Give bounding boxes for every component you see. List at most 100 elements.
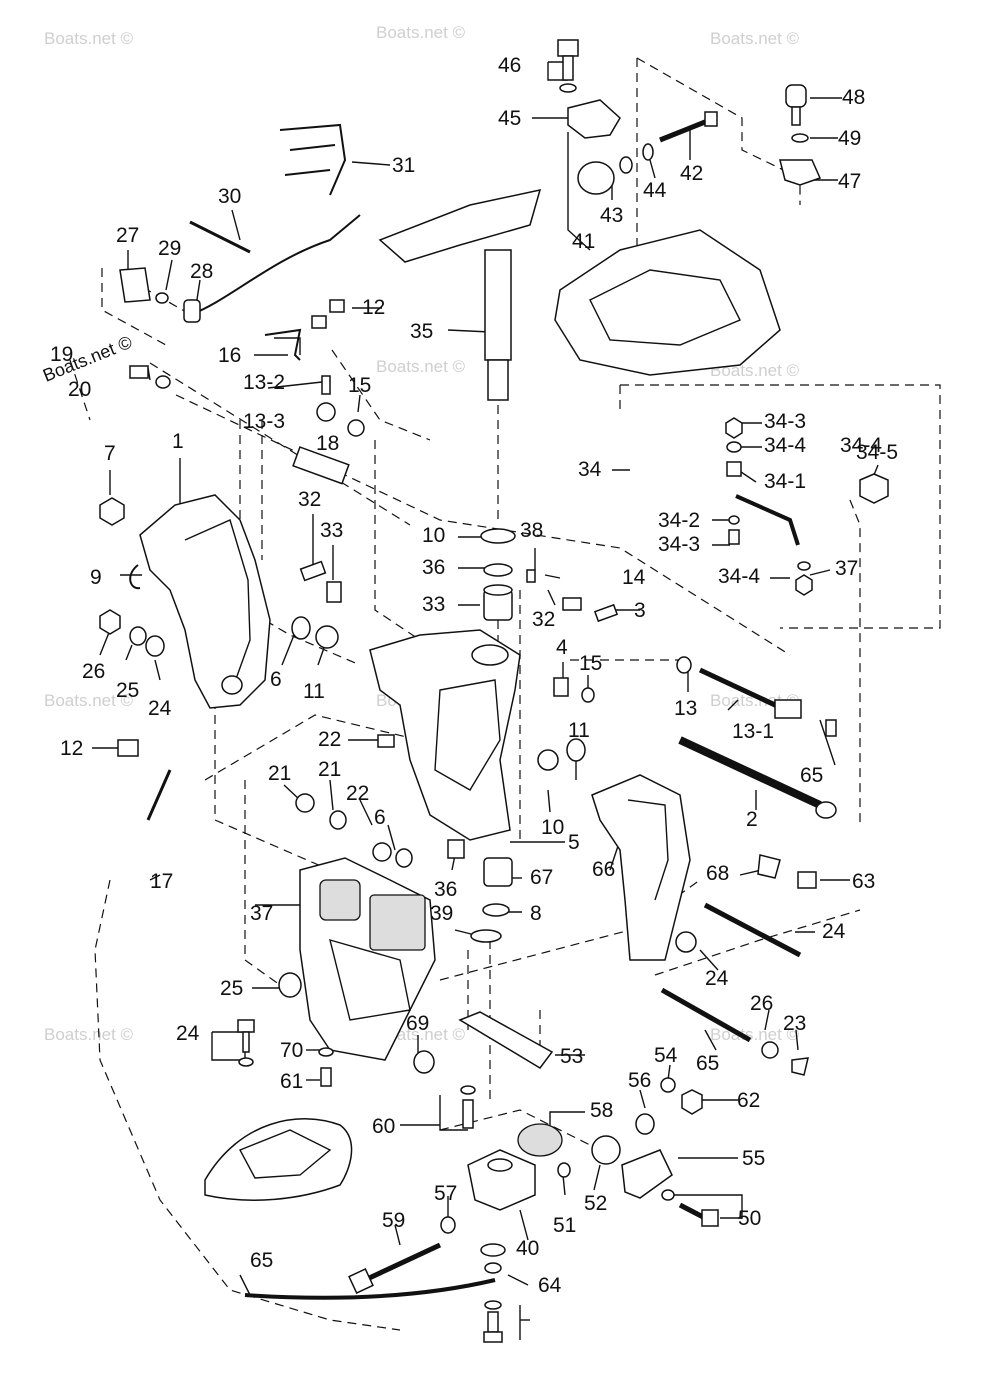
- part-number-label: 24: [822, 920, 846, 943]
- part-number-label: 12: [60, 737, 83, 760]
- part-number-label: 57: [434, 1182, 457, 1205]
- part-number-label: 7: [104, 442, 116, 465]
- part-number-label: 20: [68, 378, 91, 401]
- part-number-label: 67: [530, 866, 553, 889]
- part-number-label: 3: [634, 599, 646, 622]
- part-number-label: 6: [374, 806, 386, 829]
- part-number-label: 52: [584, 1192, 607, 1215]
- part-number-label: 65: [696, 1052, 719, 1075]
- part-number-label: 32: [298, 488, 321, 511]
- part-number-label: 17: [150, 870, 173, 893]
- part-number-label: 60: [372, 1115, 395, 1138]
- part-number-label: 34-1: [764, 470, 806, 493]
- part-number-label: 21: [318, 758, 341, 781]
- part-number-label: 34: [578, 458, 602, 481]
- part-number-label: 28: [190, 260, 213, 283]
- part-number-label: 53: [560, 1045, 583, 1068]
- part-number-label: 32: [532, 608, 555, 631]
- part-number-label: 10: [422, 524, 445, 547]
- part-number-label: 37: [835, 557, 858, 580]
- part-number-label: 25: [220, 977, 243, 1000]
- part-number-label: 2: [746, 808, 758, 831]
- watermark-text: Boats.net ©: [710, 29, 800, 48]
- part-number-label: 22: [318, 728, 341, 751]
- part-number-label: 39: [430, 902, 453, 925]
- part-number-label: 45: [498, 107, 521, 130]
- part-number-label: 55: [742, 1147, 765, 1170]
- part-number-label: 69: [406, 1012, 429, 1035]
- part-number-label: 5: [568, 831, 580, 854]
- part-number-label: 42: [680, 162, 703, 185]
- part-number-label: 63: [852, 870, 875, 893]
- part-number-label: 58: [590, 1099, 613, 1122]
- part-number-label: 24: [705, 967, 729, 990]
- part-number-label: 26: [750, 992, 773, 1015]
- part-number-label: 25: [116, 679, 139, 702]
- part-number-label: 29: [158, 237, 181, 260]
- part-number-label: 13-1: [732, 720, 774, 743]
- part-number-label: 21: [268, 762, 291, 785]
- part-number-label: 23: [783, 1012, 806, 1035]
- part-number-label: 13-2: [243, 371, 285, 394]
- part-number-label: 33: [320, 519, 343, 542]
- part-number-label: 19: [50, 343, 73, 366]
- part-number-label: 6: [270, 668, 282, 691]
- part-number-label: 49: [838, 127, 861, 150]
- part-number-label: 11: [303, 680, 325, 703]
- part-number-label: 35: [410, 320, 433, 343]
- part-number-label: 51: [553, 1214, 576, 1237]
- watermark-text: Boats.net ©: [44, 1025, 134, 1044]
- lower-mount-plate: [204, 1118, 353, 1201]
- part-number-label: 40: [516, 1237, 539, 1260]
- part-number-label: 1: [172, 430, 184, 453]
- part-shapes: [99, 39, 889, 1343]
- part-number-label: 4: [556, 636, 568, 659]
- part-number-label: 13-3: [243, 410, 285, 433]
- watermark-text: Boats.net ©: [376, 23, 466, 42]
- part-number-label: 34-4: [764, 434, 806, 457]
- part-number-label: 33: [422, 593, 445, 616]
- part-number-label: 46: [498, 54, 521, 77]
- part-number-label: 68: [706, 862, 729, 885]
- upper-yoke: [378, 189, 542, 263]
- part-number-label: 36: [434, 878, 457, 901]
- left-clamp-bracket: [139, 494, 271, 709]
- part-number-label: 38: [520, 519, 543, 542]
- part-number-label: 43: [600, 204, 623, 227]
- part-number-label: 16: [218, 344, 241, 367]
- part-number-label: 34-5: [856, 441, 898, 464]
- part-number-label: 70: [280, 1039, 303, 1062]
- part-number-label: 47: [838, 170, 861, 193]
- part-number-label: 22: [346, 782, 369, 805]
- part-number-label: 13: [674, 697, 697, 720]
- part-number-label: 14: [622, 566, 646, 589]
- part-number-label: 62: [737, 1089, 760, 1112]
- part-number-label: 64: [538, 1274, 562, 1297]
- part-number-label: 66: [592, 858, 615, 881]
- part-number-label: 36: [422, 556, 445, 579]
- part-number-label: 11: [568, 719, 590, 742]
- part-number-label: 37: [250, 902, 273, 925]
- part-number-label: 18: [316, 432, 339, 455]
- watermark-text: Boats.net ©: [44, 691, 134, 710]
- part-number-label: 34-4: [718, 565, 760, 588]
- part-number-label: 50: [738, 1207, 761, 1230]
- part-number-label: 10: [541, 816, 564, 839]
- part-number-label: 54: [654, 1044, 678, 1067]
- part-number-label: 15: [348, 374, 371, 397]
- part-number-label: 41: [572, 230, 595, 253]
- part-number-label: 9: [90, 566, 102, 589]
- upper-mount-plate: [554, 229, 781, 376]
- part-number-label: 12: [362, 296, 385, 319]
- part-number-label: 27: [116, 224, 139, 247]
- watermark-text: Boats.net ©: [44, 29, 134, 48]
- part-number-label: 44: [643, 179, 667, 202]
- part-number-label: 8: [530, 902, 542, 925]
- part-number-label: 30: [218, 185, 241, 208]
- part-number-label: 34-2: [658, 509, 700, 532]
- part-number-label: 15: [579, 652, 602, 675]
- part-number-label: 34-3: [764, 410, 806, 433]
- part-number-label: 34-3: [658, 533, 700, 556]
